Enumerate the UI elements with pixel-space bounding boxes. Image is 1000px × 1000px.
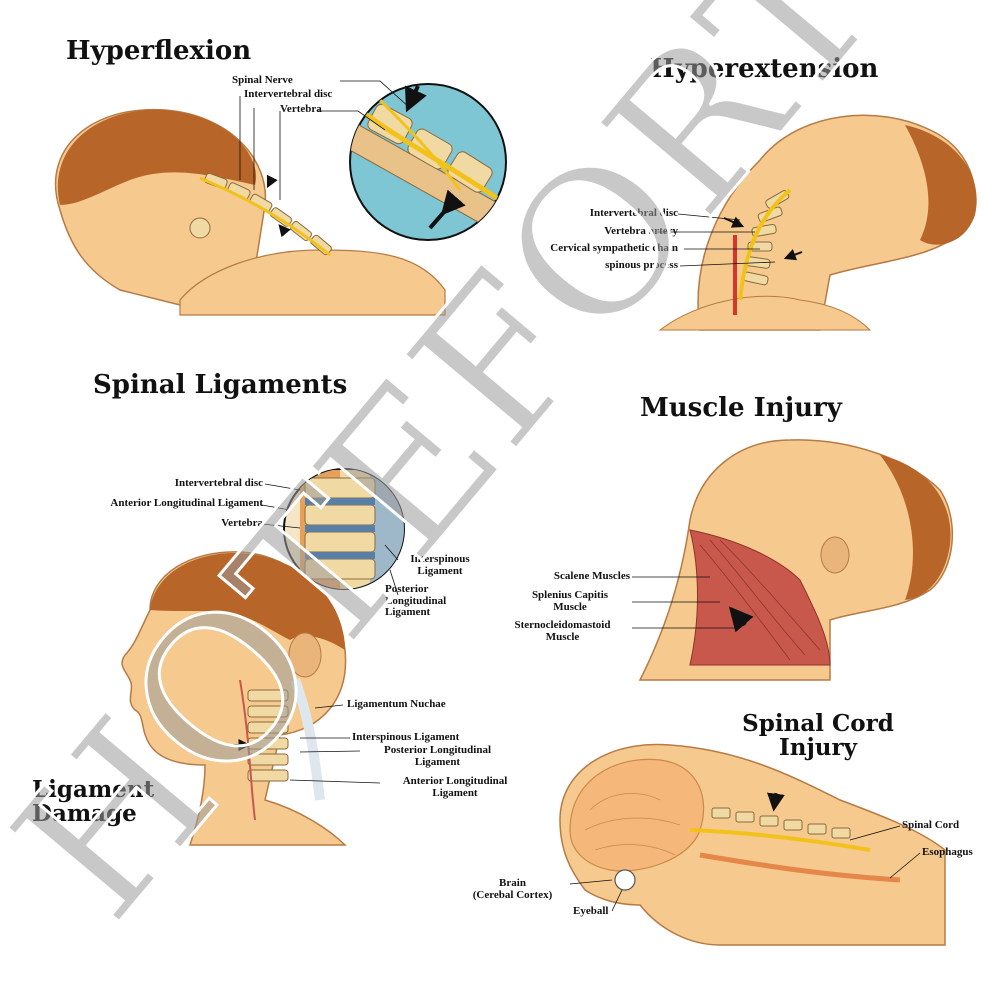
spinal-cord-injury-title-line2: Injury bbox=[778, 734, 857, 762]
label-esophagus: Esophagus bbox=[922, 846, 973, 858]
hyperflexion-magnified-circle bbox=[349, 83, 507, 241]
label-sterno-line2: Muscle bbox=[545, 630, 580, 643]
label-interspinous-line1: Interspinous bbox=[410, 553, 470, 565]
muscle-injury-title: Muscle Injury bbox=[640, 393, 842, 423]
label-anterior-longitudinal-ligament: Anterior Longitudinal Ligament bbox=[375, 775, 535, 799]
label-posterior-longitudinal-ligament: Posterior Longitudinal Ligament bbox=[385, 583, 447, 619]
label-ld-anterior-line2: Ligament bbox=[432, 786, 478, 799]
label-ld-posterior-line2: Ligament bbox=[414, 755, 461, 768]
label-interspinous-ligament: Interspinous Ligament bbox=[400, 553, 480, 577]
label-brain-cerebal-cortex: Brain (Cerebal Cortex) bbox=[455, 877, 570, 901]
label-vertebra-artery: Vertebra artery bbox=[604, 225, 678, 237]
label-cervical-sympathetic-chain: Cervical sympathetic chain bbox=[550, 242, 678, 254]
spinal-ligaments-leaders bbox=[261, 483, 399, 596]
label-vertebra: Vertebra bbox=[280, 103, 322, 115]
hyperextension-leaders bbox=[657, 213, 776, 267]
ligament-damage-title: Ligament Damage bbox=[32, 776, 155, 828]
label-intervertebral-disc: Intervertebral disc bbox=[589, 207, 678, 219]
label-posterior-line1: Posterior bbox=[385, 583, 429, 595]
spinal-cord-injury-title-line1: Spinal Cord bbox=[742, 710, 894, 737]
spinal-cord-injury-illustration bbox=[559, 743, 946, 946]
hyperextension-illustration bbox=[658, 114, 977, 331]
muscle-injury-leaders bbox=[632, 576, 735, 629]
hyperflexion-leaders bbox=[239, 80, 411, 200]
label-intervertebral-disc: Intervertebral disc bbox=[244, 88, 333, 100]
label-sterno-line1: Sternocleidomastoid bbox=[514, 619, 611, 631]
spinal-ligaments-magnified-circle bbox=[283, 468, 405, 590]
hyperflexion-title: Hyperflexion bbox=[66, 36, 252, 66]
label-eyeball: Eyeball bbox=[573, 905, 609, 917]
label-anterior-longitudinal-ligament: Anterior Longitudinal Ligament bbox=[110, 497, 263, 509]
ligament-damage-title-line2: Damage bbox=[32, 800, 137, 828]
label-spinous-process: spinous process bbox=[605, 259, 678, 271]
label-splenius-capitis-muscle: Splenius Capitis Muscle bbox=[510, 589, 630, 613]
label-brain-line2: (Cerebal Cortex) bbox=[472, 888, 553, 901]
label-interspinous-line2: Ligament bbox=[417, 564, 463, 577]
hyperextension-title: Hyperextension bbox=[650, 54, 879, 84]
label-scalene-muscles: Scalene Muscles bbox=[553, 570, 630, 582]
label-posterior-line3: Ligament bbox=[385, 606, 431, 619]
spinal-cord-injury-leaders bbox=[569, 825, 921, 912]
label-interspinous-ligament: Interspinous Ligament bbox=[352, 731, 460, 743]
label-splenius-line2: Muscle bbox=[553, 600, 587, 613]
spinal-ligaments-title: Spinal Ligaments bbox=[93, 370, 348, 400]
label-brain-line1: Brain bbox=[499, 877, 526, 889]
ligament-damage-title-line1: Ligament bbox=[32, 776, 155, 803]
label-posterior-line2: Longitudinal bbox=[385, 594, 447, 607]
label-spinal-cord: Spinal Cord bbox=[902, 819, 960, 831]
label-posterior-longitudinal-ligament: Posterior Longitudinal Ligament bbox=[350, 744, 525, 768]
spinal-cord-injury-title: Spinal Cord Injury bbox=[732, 710, 904, 762]
label-ld-anterior-line1: Anterior Longitudinal bbox=[402, 775, 508, 787]
label-splenius-line1: Splenius Capitis bbox=[531, 589, 609, 601]
label-vertebra: Vertebra bbox=[221, 517, 263, 529]
label-ld-posterior-line1: Posterior Longitudinal bbox=[383, 744, 492, 756]
label-intervertebral-disc: Intervertebral disc bbox=[174, 477, 263, 489]
muscle-injury-illustration bbox=[638, 439, 953, 681]
label-sternocleidomastoid-muscle: Sternocleidomastoid Muscle bbox=[495, 619, 630, 643]
label-spinal-nerve: Spinal Nerve bbox=[232, 74, 293, 86]
ligament-damage-leaders bbox=[289, 704, 381, 784]
hyperflexion-illustration bbox=[54, 108, 446, 316]
label-ligamentum-nuchae: Ligamentum Nuchae bbox=[347, 698, 446, 710]
ligament-damage-illustration bbox=[121, 551, 347, 846]
